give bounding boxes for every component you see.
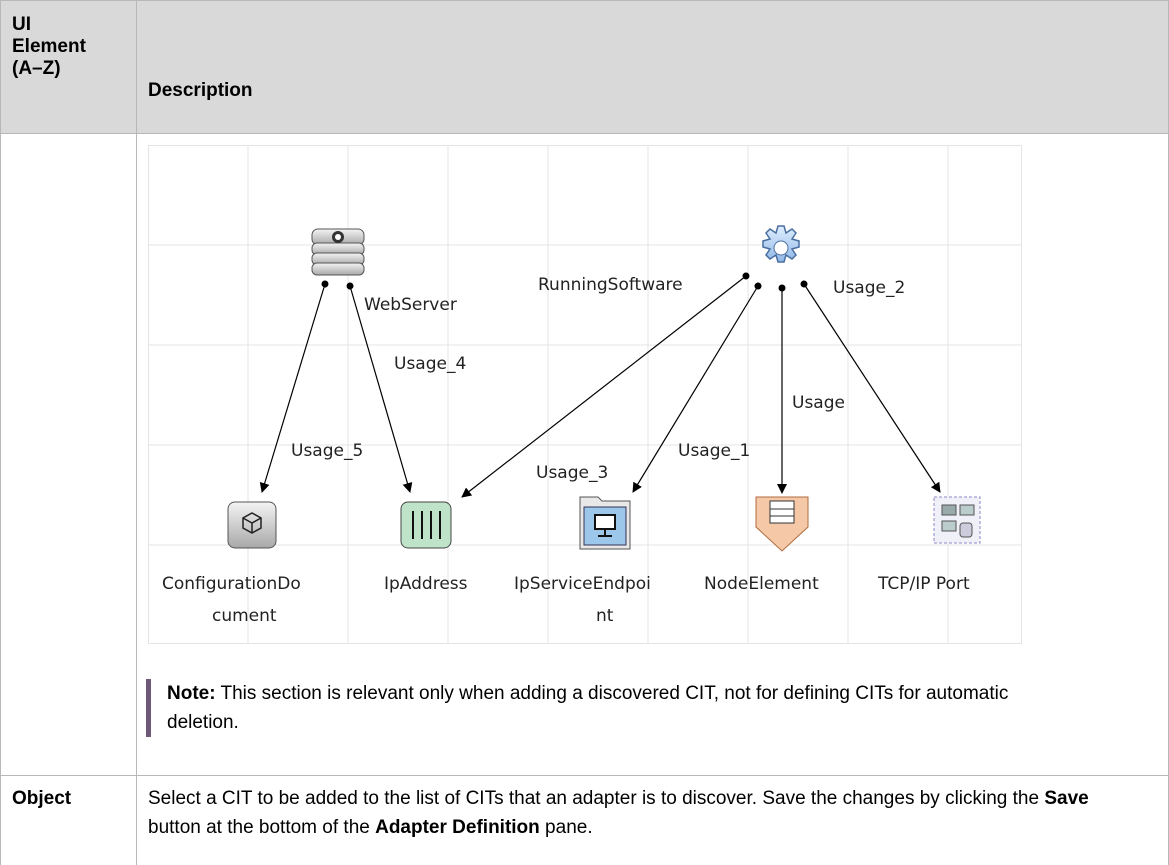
label-configdoc-1: ConfigurationDo bbox=[162, 574, 301, 594]
edge-usage-2 bbox=[800, 280, 941, 493]
label-usage: Usage bbox=[792, 393, 845, 413]
object-row-description: Select a CIT to be added to the list of … bbox=[136, 784, 1146, 842]
label-usage-2: Usage_2 bbox=[833, 278, 905, 298]
adapter-definition-reference: Adapter Definition bbox=[375, 817, 540, 838]
gear-icon bbox=[762, 225, 800, 263]
row-divider bbox=[0, 775, 1169, 776]
diagram-grid bbox=[148, 145, 1022, 644]
edge-usage-5 bbox=[259, 280, 329, 493]
header-az-line: (A–Z) bbox=[12, 58, 61, 79]
table-border-top bbox=[0, 0, 1169, 1]
label-ipaddress: IpAddress bbox=[384, 574, 468, 594]
object-desc-part3: pane. bbox=[539, 817, 593, 838]
diagram-canvas: WebServer RunningSoftware Usage_4 Usage_… bbox=[148, 145, 1022, 644]
save-button-reference: Save bbox=[1044, 788, 1089, 809]
cit-topology-diagram: WebServer RunningSoftware Usage_4 Usage_… bbox=[148, 145, 1022, 644]
header-ui-line: UI bbox=[12, 14, 31, 35]
table-header-ui-element: UI Element (A–Z) bbox=[0, 0, 136, 133]
cube-document-icon bbox=[227, 501, 277, 549]
table-border-left bbox=[0, 0, 1, 865]
diagram-edges bbox=[259, 272, 941, 498]
object-label: Object bbox=[12, 788, 72, 809]
note-label: Note: bbox=[167, 683, 216, 704]
label-nodeelement: NodeElement bbox=[704, 574, 819, 594]
object-desc-part2: button at the bottom of the bbox=[148, 817, 376, 838]
ip-address-icon bbox=[400, 501, 452, 549]
table-header-description: Description bbox=[136, 0, 1169, 133]
label-ipserviceendpoint-2: nt bbox=[596, 606, 614, 626]
note-box: Note: This section is relevant only when… bbox=[146, 679, 1027, 737]
monitor-folder-icon bbox=[579, 496, 631, 550]
edge-usage-3 bbox=[632, 282, 762, 493]
note-text: This section is relevant only when addin… bbox=[167, 683, 1009, 733]
label-usage-4: Usage_4 bbox=[394, 354, 466, 374]
stacked-server-icon bbox=[311, 228, 365, 276]
column-divider bbox=[136, 0, 137, 865]
object-row-name: Object bbox=[0, 784, 136, 813]
header-element-line: Element bbox=[12, 36, 86, 57]
object-desc-part1: Select a CIT to be added to the list of … bbox=[148, 788, 1045, 809]
label-usage-5: Usage_5 bbox=[291, 441, 363, 461]
label-usage-1: Usage_1 bbox=[678, 441, 750, 461]
label-tcpipport: TCP/IP Port bbox=[877, 574, 970, 594]
label-runningsoftware: RunningSoftware bbox=[538, 275, 683, 295]
network-port-icon bbox=[933, 496, 981, 544]
header-divider bbox=[0, 133, 1169, 134]
node-element-icon bbox=[755, 496, 809, 552]
label-usage-3: Usage_3 bbox=[536, 463, 608, 483]
label-webserver: WebServer bbox=[364, 295, 457, 315]
header-description: Description bbox=[148, 80, 253, 101]
label-ipserviceendpoint-1: IpServiceEndpoi bbox=[514, 574, 651, 594]
edge-usage-4 bbox=[346, 282, 413, 493]
label-configdoc-2: cument bbox=[212, 606, 277, 626]
